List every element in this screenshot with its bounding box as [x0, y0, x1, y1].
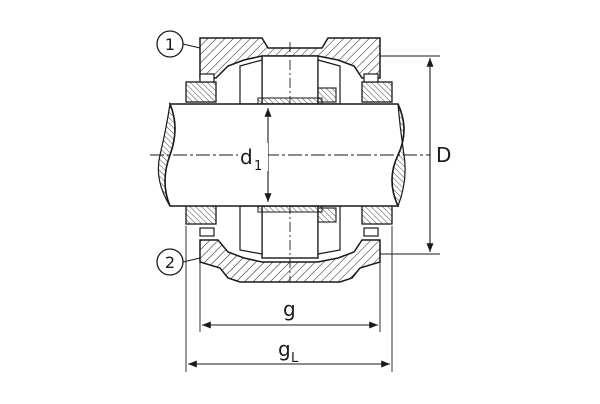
label-d1: d 1	[238, 143, 268, 174]
seal-rings	[185, 73, 393, 237]
label-D: D	[436, 143, 451, 167]
label-d1-symbol: d	[240, 145, 253, 169]
dimension-lines	[185, 55, 440, 372]
label-gl-subscript: L	[291, 351, 299, 366]
label-d1-subscript: 1	[254, 159, 262, 174]
callout-1-label: 1	[165, 35, 175, 54]
housing-base	[199, 239, 381, 283]
housing-cap	[199, 37, 381, 79]
label-gl-symbol: g	[278, 337, 291, 361]
label-gl: g L	[278, 337, 299, 366]
label-g: g	[283, 297, 296, 321]
callout-2-label: 2	[165, 253, 175, 272]
callout-1: 1	[156, 30, 201, 58]
callout-2: 2	[156, 248, 201, 276]
shaft	[150, 101, 430, 208]
